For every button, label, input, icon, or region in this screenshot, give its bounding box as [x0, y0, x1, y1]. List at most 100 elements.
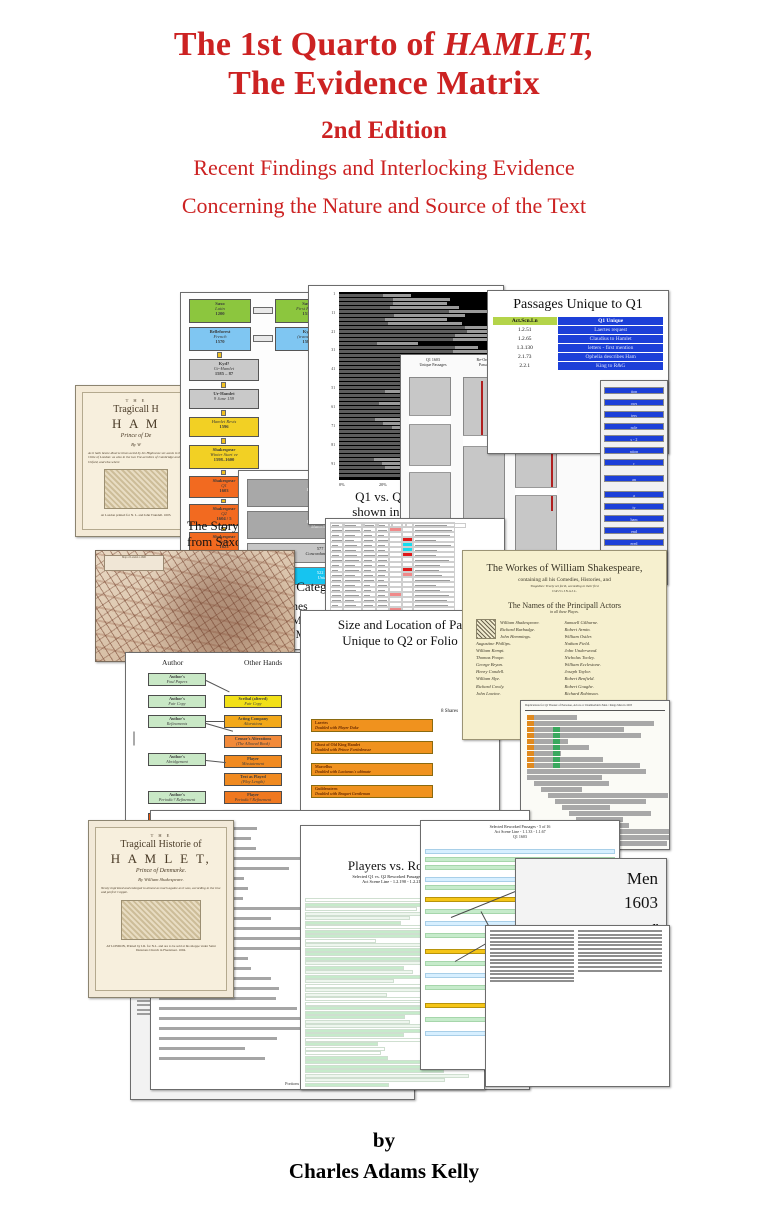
- table-row: [330, 592, 455, 597]
- chart-bar-segment: [392, 298, 451, 301]
- y-tick: 81: [331, 443, 335, 447]
- table-cell: [343, 582, 362, 587]
- table-cell: [389, 562, 402, 567]
- players-row: [305, 1006, 427, 1010]
- signature-text-line: [159, 1047, 246, 1050]
- title-block: The 1st Quarto of HAMLET, The Evidence M…: [0, 26, 768, 221]
- title-page-inner: T H E Tragicall Historie of H A M L E T,…: [95, 827, 227, 991]
- table-cell: [330, 542, 343, 547]
- cell-text-line: [345, 569, 360, 571]
- table-cell: [330, 532, 343, 537]
- gantt-marker-orange: [527, 727, 534, 732]
- cell-text-line: [364, 579, 375, 581]
- gantt-axis: [525, 710, 665, 711]
- cell-text-line: [415, 564, 441, 566]
- table-cell: [362, 522, 376, 527]
- text-line: [490, 940, 575, 943]
- gantt-marker-orange: [527, 715, 534, 720]
- doubling-title-line1: Size and Location of Pa: [337, 617, 463, 632]
- gantt-bar: [527, 733, 641, 738]
- players-row: [305, 1046, 385, 1051]
- chart-bar-segment: [339, 306, 391, 309]
- chart-bar-segment: [339, 426, 392, 429]
- table-cell: [376, 592, 389, 597]
- table-cell: [330, 552, 343, 557]
- table-cell: [330, 562, 343, 567]
- cell-text-line: [364, 549, 374, 551]
- cell-text-line: [345, 524, 356, 526]
- chart-bar-segment: [339, 370, 458, 373]
- signature-text-line: [159, 1017, 319, 1020]
- players-row: [305, 1069, 444, 1073]
- players-row: [305, 992, 387, 997]
- text-line: [577, 962, 662, 965]
- gantt-title: Duplications for Q1 Theater of Personae,…: [525, 703, 632, 707]
- chart-bar-segment: [339, 462, 383, 465]
- chart-bar-segment: [388, 322, 462, 325]
- cell-desc: King to R&G: [556, 361, 665, 371]
- connector: [206, 721, 224, 722]
- chart-bar-segment: [339, 350, 453, 353]
- text-line: [577, 930, 662, 932]
- signature-text-line: [159, 1007, 297, 1010]
- triple-head-1a: Q1 1603: [426, 357, 440, 362]
- table-cell: [376, 567, 389, 572]
- cell-text-line: [332, 539, 342, 541]
- players-row: [305, 1028, 427, 1033]
- chart-bar-segment: [339, 458, 375, 461]
- text-line: [490, 976, 575, 979]
- chart-bar-segment: [339, 410, 414, 413]
- table-cell: [362, 532, 376, 537]
- blue-bar: an: [604, 475, 664, 482]
- cell-text-line: [345, 549, 356, 551]
- role-note: Doubled with Prince Fortinbrasse: [315, 746, 372, 752]
- table-cell: [362, 602, 376, 607]
- role-name: Laertes: [315, 720, 328, 725]
- cell-ref: 1.3.130: [491, 343, 558, 353]
- players-row: [305, 1078, 446, 1082]
- chart-bar-segment: [339, 366, 415, 369]
- table-cell: [330, 587, 343, 592]
- cell-text-line: [364, 534, 373, 536]
- chart-bar-segment: [339, 434, 448, 437]
- cell-text-line: [415, 544, 451, 546]
- chart-bar-segment: [339, 322, 389, 325]
- table-cell: [343, 567, 362, 572]
- doubling-role-marcellus: Marcellus Doubled with Lucianus's ultima…: [311, 763, 433, 776]
- players-row: [305, 920, 401, 925]
- table-cell: [376, 522, 389, 527]
- table-row: [330, 587, 455, 592]
- cell-text-line: [364, 559, 373, 561]
- passage-row: [425, 849, 615, 854]
- table-cell: [389, 587, 402, 592]
- cell-text-line: [345, 544, 357, 546]
- cell-text-line: [332, 534, 340, 536]
- chart-bar-segment: [467, 330, 492, 333]
- table-cell: [413, 557, 455, 562]
- cell-text-line: [378, 564, 385, 566]
- actors-heading: The Names of the Principall Actors: [507, 600, 622, 610]
- table-cell: [413, 572, 455, 577]
- table-cell: [330, 567, 343, 572]
- author-name: Charles Adams Kelly: [288, 1159, 480, 1183]
- table-row: 1.2.51 Laertes request: [491, 325, 665, 335]
- passages-unique-to-q1-panel: Passages Unique to Q1 Act.Scn.Ln Q1 Uniq…: [487, 290, 669, 454]
- y-tick: 51: [331, 386, 335, 390]
- kings-men-label: Men: [626, 869, 658, 888]
- actor-name: William Slye.: [476, 676, 501, 682]
- triple-head-2b: Passages: [478, 361, 494, 367]
- green-title: Selected Reworked Passages - 5 of 16: [489, 824, 551, 829]
- cell-ref: 1.2.51: [491, 325, 558, 335]
- table-row: [330, 577, 455, 582]
- y-tick: 91: [331, 462, 335, 466]
- table-cell: [376, 602, 389, 607]
- actors-columns: William Shakespeare. Richard Burbadge. J…: [476, 618, 653, 697]
- players-row: [305, 938, 376, 943]
- tp1-line3: Prince of De: [120, 433, 152, 439]
- cell-text-line: [364, 574, 373, 576]
- y-tick: 71: [331, 424, 335, 428]
- table-cell: [362, 567, 376, 572]
